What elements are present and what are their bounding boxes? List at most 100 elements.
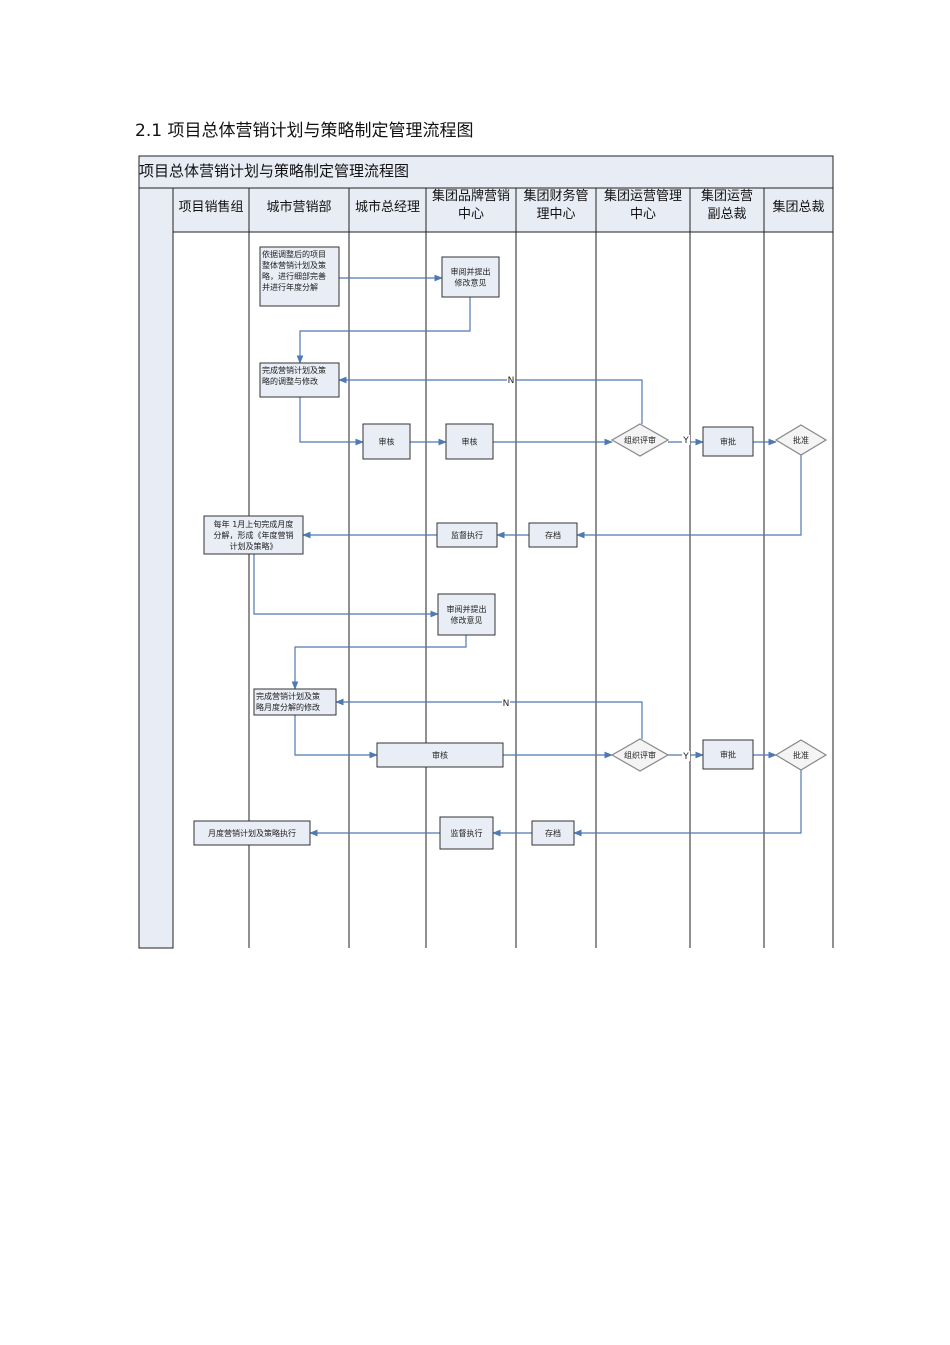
process-box: [531, 820, 575, 846]
flow-node-label: 审批: [720, 437, 736, 447]
flow-node-n5: 审核: [445, 423, 494, 460]
flow-node-n7: 审批: [702, 426, 754, 457]
process-box: [445, 423, 494, 460]
process-box: [441, 256, 500, 298]
decision-diamond: [610, 738, 670, 772]
process-box: [259, 246, 340, 307]
lane-header-label: 中心: [630, 207, 656, 222]
process-box: [376, 742, 504, 768]
flow-node-n18: 月度营销计划及策略执行: [193, 820, 311, 846]
connector-arrow: [338, 376, 643, 424]
lane-header: 城市总经理: [355, 199, 420, 215]
svg-text:Y: Y: [682, 752, 689, 762]
process-box: [528, 522, 578, 548]
lane-header: 集团总裁: [772, 199, 824, 215]
flow-node-label: 审核: [432, 750, 448, 760]
section-heading: 2.1 项目总体营销计划与策略制定管理流程图: [135, 121, 474, 141]
flow-node-label: 审阅并提出: [451, 267, 491, 277]
flow-node-label: 每年 1月上旬完成月度: [214, 519, 294, 529]
flow-node-n6: 组织评审: [610, 423, 670, 457]
flow-node-label: 监督执行: [451, 828, 483, 838]
lane-header-label: 项目销售组: [178, 199, 243, 215]
lane-header-label: 集团总裁: [772, 199, 824, 215]
flow-node-n4: 审核: [362, 423, 411, 460]
flow-node-label: 组织评审: [624, 435, 656, 445]
svg-text:N: N: [508, 376, 515, 386]
lane-header-label: 城市总经理: [355, 199, 420, 215]
flow-node-n16: 审批: [702, 739, 754, 770]
edge-label-yes: Y: [682, 435, 690, 446]
flow-node-label: 监督执行: [451, 530, 483, 540]
process-box: [193, 820, 311, 846]
chart-title-bar: [138, 155, 834, 189]
process-box: [439, 816, 494, 850]
process-box: [702, 739, 754, 770]
lane-header-label: 城市营销部: [266, 199, 331, 215]
flow-node-label: 批准: [793, 435, 809, 445]
svg-text:Y: Y: [682, 436, 689, 446]
process-box: [259, 362, 340, 398]
process-box: [362, 423, 411, 460]
chart-title: 项目总体营销计划与策略制定管理流程图: [139, 162, 409, 180]
flow-node-n19: 监督执行: [439, 816, 494, 850]
lane-header-label: 副总裁: [707, 206, 746, 222]
left-gutter: [138, 187, 174, 949]
flow-node-label: 并进行年度分解: [262, 282, 318, 292]
flow-node-label: 审阅并提出: [447, 604, 487, 614]
connector-arrow: [296, 297, 471, 364]
edge-label-no: N: [507, 375, 515, 386]
flow-node-label: 完成营销计划及策: [262, 365, 326, 375]
connector-arrow: [294, 715, 378, 759]
decision-diamond: [774, 739, 828, 771]
connector-arrow: [576, 455, 802, 539]
flow-node-label: 略月度分解的修改: [256, 702, 320, 712]
flow-node-n10: 监督执行: [436, 522, 498, 548]
process-box: [436, 522, 498, 548]
lane-header-label: 集团财务管: [523, 188, 588, 204]
lane-header-label: 集团品牌营销: [432, 188, 510, 204]
connector-arrow: [291, 635, 467, 690]
connector-arrow: [335, 698, 643, 739]
flow-node-n11: 存档: [528, 522, 578, 548]
flow-node-label: 存档: [545, 530, 561, 540]
flow-node-n15: 组织评审: [610, 738, 670, 772]
flow-node-n17: 批准: [774, 739, 828, 771]
lane-header-label: 集团运营: [701, 188, 753, 204]
flow-node-label: 审批: [720, 750, 736, 760]
connector-arrow: [253, 554, 439, 618]
flow-node-n8: 批准: [774, 424, 828, 456]
lane-header-label: 理中心: [536, 207, 575, 222]
flow-node-label: 审核: [462, 437, 478, 447]
process-box: [437, 593, 496, 636]
flow-node-label: 分解，形成《年度营销: [214, 530, 294, 540]
decision-diamond: [774, 424, 828, 456]
flow-node-label: 略，进行细部完善: [262, 271, 326, 281]
process-box: [702, 426, 754, 457]
flow-node-label: 修改意见: [451, 615, 483, 625]
flow-node-label: 略的调整与修改: [262, 376, 318, 386]
lane-header: 城市营销部: [266, 199, 331, 215]
connector-arrow: [573, 770, 802, 837]
connector-arrow: [299, 397, 364, 446]
lane-header-label: 集团运营管理: [604, 188, 682, 204]
edge-label-yes: Y: [682, 751, 690, 762]
process-box: [253, 688, 337, 716]
svg-text:N: N: [503, 699, 510, 709]
flow-node-label: 修改意见: [455, 278, 487, 288]
flow-node-label: 计划及策略》: [230, 541, 278, 551]
flow-node-label: 依据调整后的项目: [262, 249, 326, 259]
edge-label-no: N: [502, 698, 510, 709]
flow-node-label: 整体营销计划及策: [262, 260, 326, 270]
flow-node-label: 完成营销计划及策: [256, 691, 320, 701]
lane-header-band: [172, 187, 834, 233]
